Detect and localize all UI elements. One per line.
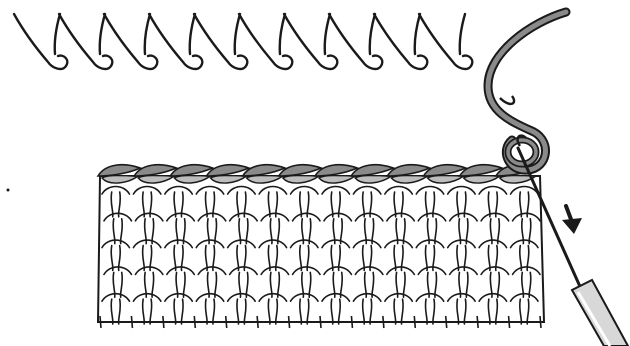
- fabric-bottom-strand: [131, 316, 132, 328]
- fabric-bottom-strand: [540, 316, 541, 328]
- yarn-outline: [488, 12, 566, 170]
- fabric-bottom-strand: [351, 316, 352, 328]
- knitted-fabric: [98, 176, 544, 328]
- stray-mark: [7, 189, 10, 192]
- direction-arrow-icon: [562, 206, 582, 234]
- fabric-bottom-strand: [320, 316, 321, 328]
- fabric-bottom-strand: [414, 316, 415, 328]
- fabric-bottom-strand: [194, 316, 195, 328]
- top-hook-row: [14, 14, 472, 69]
- hook-handle: [572, 280, 628, 346]
- working-yarn: [488, 12, 566, 170]
- arrow-head: [562, 218, 582, 234]
- fabric-bottom-strand: [100, 316, 101, 328]
- fabric-bottom-strand: [257, 316, 258, 328]
- fabric-bottom-strand: [163, 316, 164, 328]
- hook-stitch-icon: [14, 14, 67, 69]
- fabric-bottom-strand: [383, 316, 384, 328]
- yarn-twist: [500, 96, 514, 104]
- fabric-bottom-strand: [446, 316, 447, 328]
- fabric-bottom-strand: [509, 316, 510, 328]
- fabric-bottom-strand: [477, 316, 478, 328]
- fabric-bottom-strand: [289, 316, 290, 328]
- fabric-bottom-strand: [226, 316, 227, 328]
